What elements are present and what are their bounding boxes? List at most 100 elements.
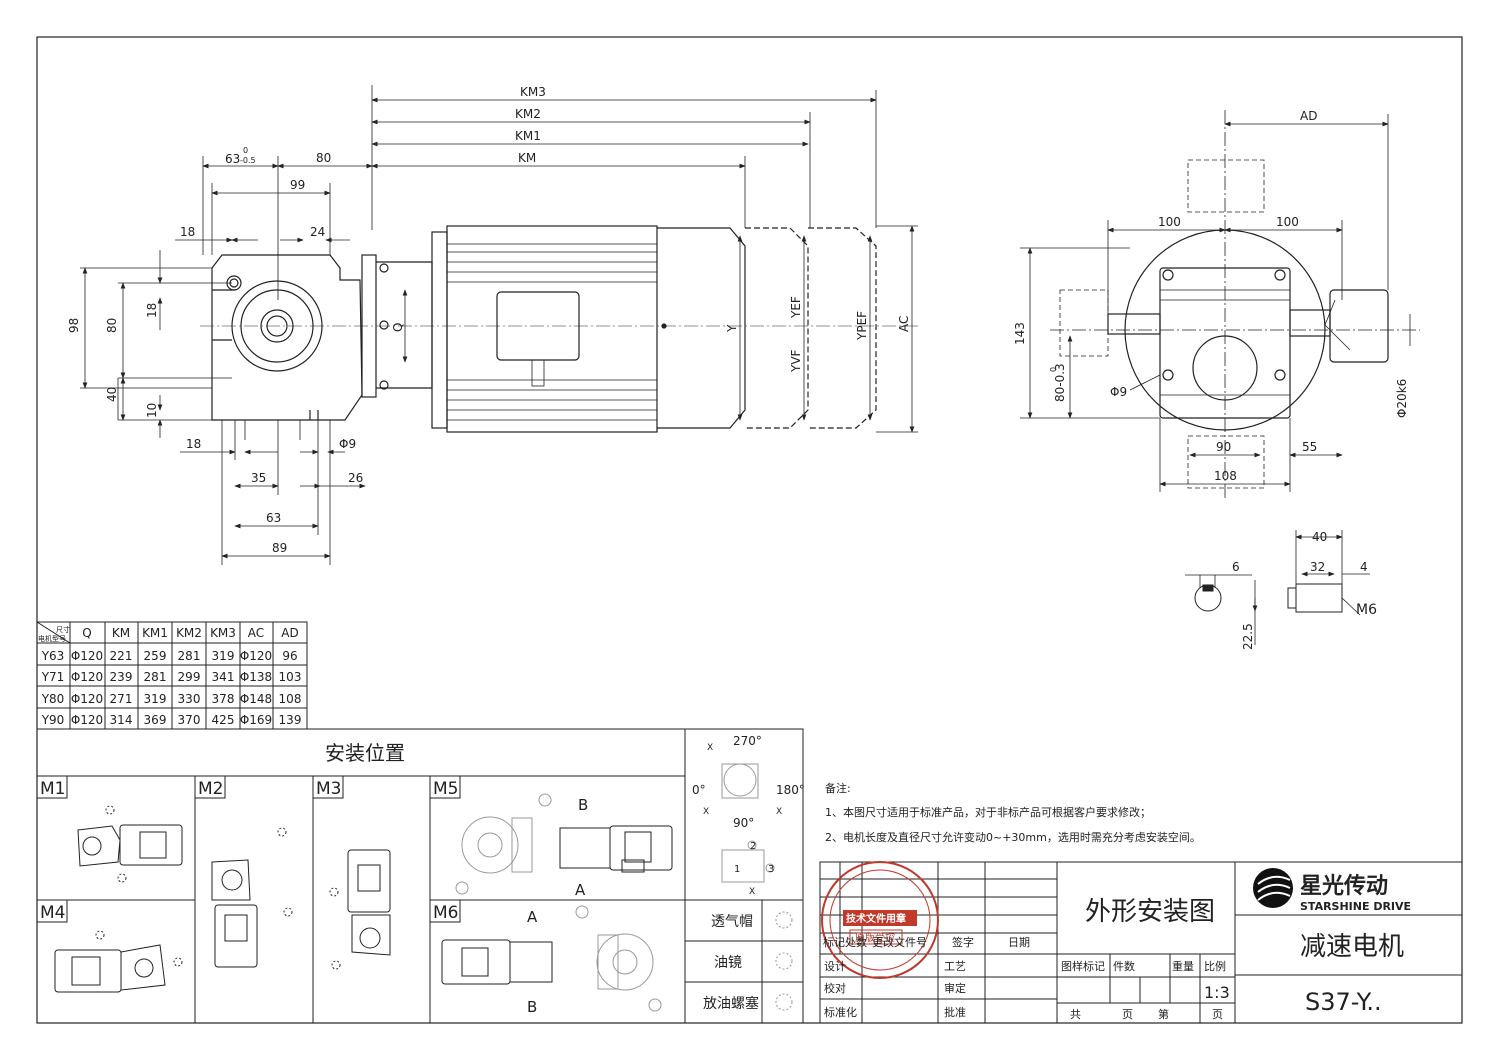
company-logo xyxy=(1253,868,1293,908)
dim-yvf: YVF xyxy=(789,349,803,373)
product-name: 减速电机 xyxy=(1300,932,1404,962)
sign-date: 日期 xyxy=(1008,936,1030,949)
scale-value: 1:3 xyxy=(1204,983,1230,1002)
sheets-total-page: 页 xyxy=(1122,1008,1133,1021)
grid-header-count: 件数 xyxy=(1113,960,1135,973)
table-row-model: Y71 xyxy=(41,670,65,684)
dim-63: 63 xyxy=(225,152,240,166)
m5-label-a: A xyxy=(575,881,586,899)
dim-80-r-tol: 0 xyxy=(1049,367,1058,372)
dim-63-tol-top: 0 xyxy=(243,146,248,155)
table-cell: Φ120 xyxy=(71,649,103,663)
table-cell: 370 xyxy=(178,713,201,727)
sign-signature: 签字 xyxy=(952,935,974,949)
dim-40: 40 xyxy=(1312,530,1327,544)
label-m1: M1 xyxy=(40,779,65,799)
position-2: 2 xyxy=(750,841,756,852)
table-cell: 299 xyxy=(178,670,201,684)
m6-label-b: B xyxy=(527,998,537,1016)
angle-180: 180° xyxy=(776,783,805,797)
dim-80-v: 80 xyxy=(105,318,119,333)
dim-y: Y xyxy=(725,324,739,333)
oil-glass-icon xyxy=(775,952,793,970)
m1-sketch xyxy=(77,805,183,883)
dim-100-right: 100 xyxy=(1276,215,1299,229)
dim-99: 99 xyxy=(290,178,305,192)
dim-ypef: YPEF xyxy=(855,311,869,341)
dim-phi9-left: Φ9 xyxy=(339,437,356,451)
dim-80-r: 80-0.3 xyxy=(1053,363,1067,402)
dim-q: Q xyxy=(391,323,405,332)
label-m5: M5 xyxy=(433,779,458,799)
gearbox-side-view xyxy=(211,254,433,460)
stamp-text: 技术文件用章 xyxy=(846,912,906,925)
dim-4: 4 xyxy=(1360,560,1368,574)
m5-label-b: B xyxy=(578,796,588,814)
title-block xyxy=(819,861,1463,1024)
angle-90: 90° xyxy=(733,816,754,830)
table-cell: 221 xyxy=(110,649,133,663)
label-check: 校对 xyxy=(824,981,846,995)
table-header-cell: KM1 xyxy=(142,626,168,640)
label-m2: M2 xyxy=(198,779,223,799)
grid-header-mark: 图样标记 xyxy=(1061,959,1105,973)
label-process: 工艺 xyxy=(944,960,966,973)
position-1: 1 xyxy=(734,864,740,875)
table-cell: 96 xyxy=(282,649,297,663)
front-view-hidden xyxy=(1059,159,1265,489)
sheet-border xyxy=(36,36,1463,1024)
mounting-title: 安装位置 xyxy=(325,741,405,765)
table-cell: Φ169 xyxy=(240,713,272,727)
m3-sketch xyxy=(329,849,391,970)
table-header-cell: Q xyxy=(82,626,91,640)
dim-km2: KM2 xyxy=(515,107,541,121)
left-dimensions xyxy=(80,250,232,438)
angle-diagram xyxy=(721,763,759,799)
table-cell: 103 xyxy=(279,670,302,684)
shaft-detail xyxy=(1185,530,1370,645)
sheets-total: 共 xyxy=(1070,1008,1081,1021)
label-m3: M3 xyxy=(316,779,341,799)
table-cell: 319 xyxy=(212,649,235,663)
label-m6: M6 xyxy=(433,903,458,923)
dim-6: 6 xyxy=(1232,560,1240,574)
dim-phi9-right: Φ9 xyxy=(1110,385,1127,399)
mounting-panel xyxy=(36,728,804,1024)
m6-sketch xyxy=(441,939,553,985)
stamp-subtext: 原版受控 xyxy=(855,931,895,944)
table-row-model: Y80 xyxy=(41,692,65,706)
oil-position-diagram xyxy=(721,840,775,883)
top-dimensions xyxy=(175,85,877,300)
table-row-model: Y90 xyxy=(41,713,65,727)
table-row-model: Y63 xyxy=(41,649,65,663)
table-cell: Φ120 xyxy=(71,713,103,727)
dim-km: KM xyxy=(518,151,536,165)
company-name-cn: 星光传动 xyxy=(1300,874,1388,899)
dim-phi20k6: Φ20k6 xyxy=(1395,379,1409,418)
table-cell: Φ120 xyxy=(71,670,103,684)
drain-plug-icon xyxy=(775,993,793,1011)
table-cell: 369 xyxy=(144,713,167,727)
table-cell: 378 xyxy=(212,692,235,706)
dim-m6: M6 xyxy=(1356,602,1377,618)
dim-km3: KM3 xyxy=(520,85,546,99)
table-corner-top: 尺寸 xyxy=(56,625,70,634)
table-header-cell: AC xyxy=(248,626,264,640)
sign-mark: 标记 xyxy=(823,935,845,949)
dim-yef: YEF xyxy=(789,296,803,319)
dim-26: 26 xyxy=(348,471,363,485)
dim-18-bottom: 18 xyxy=(186,437,201,451)
dim-80: 80 xyxy=(316,151,331,165)
table-cell: 108 xyxy=(279,692,302,706)
drawing-title: 外形安装图 xyxy=(1085,897,1215,927)
angle-x-4: X xyxy=(749,887,755,897)
product-model: S37-Y.. xyxy=(1305,988,1382,1016)
table-cell: Φ148 xyxy=(240,692,272,706)
m4-sketch xyxy=(54,930,183,993)
m2-sketch xyxy=(211,827,293,968)
table-cell: 425 xyxy=(212,713,235,727)
notes-line-2: 2、电机长度及直径尺寸允许变动0~+30mm，选用时需充分考虑安装空间。 xyxy=(825,830,1201,844)
